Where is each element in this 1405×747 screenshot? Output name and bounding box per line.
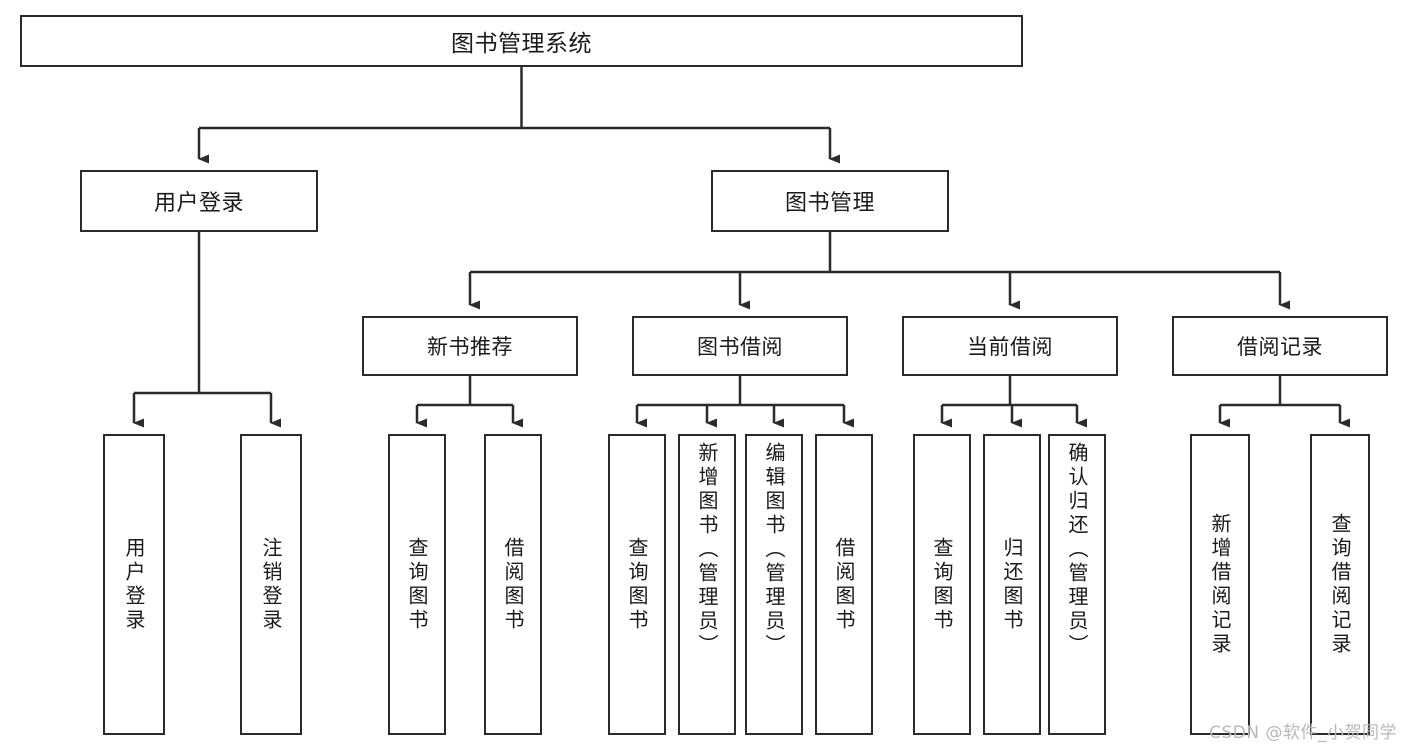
node-book-manage[interactable]: 图书管理 (711, 170, 949, 232)
node-label-leaf-query-book-2: 查询图书 (625, 536, 649, 633)
node-label-leaf-query-record: 查询借阅记录 (1328, 512, 1352, 657)
node-leaf-query-book-2[interactable]: 查询图书 (608, 434, 666, 735)
node-new-book-rec[interactable]: 新书推荐 (362, 316, 578, 376)
node-label-leaf-confirm-return: 确认归还（管理员） (1065, 442, 1089, 658)
node-label-leaf-add-book: 新增图书（管理员） (695, 442, 719, 658)
node-label-book-borrow: 图书借阅 (697, 335, 783, 359)
node-label-leaf-edit-book: 编辑图书（管理员） (762, 442, 786, 658)
node-label-leaf-return-book: 归还图书 (1000, 536, 1024, 633)
node-leaf-user-login[interactable]: 用户登录 (103, 434, 165, 735)
node-label-leaf-borrow-book-1: 借阅图书 (501, 536, 525, 633)
node-leaf-query-book-1[interactable]: 查询图书 (388, 434, 446, 735)
node-label-current-borrow: 当前借阅 (967, 335, 1053, 359)
node-label-book-manage: 图书管理 (784, 191, 875, 216)
node-user-login[interactable]: 用户登录 (80, 170, 318, 232)
node-label-leaf-logout: 注销登录 (259, 536, 283, 633)
node-label-borrow-record: 借阅记录 (1237, 335, 1323, 359)
node-leaf-borrow-book-2[interactable]: 借阅图书 (815, 434, 873, 735)
node-leaf-edit-book[interactable]: 编辑图书（管理员） (745, 434, 803, 735)
node-leaf-logout[interactable]: 注销登录 (240, 434, 302, 735)
watermark-label: CSDN @软件_小贺同学 (1209, 723, 1397, 743)
node-label-leaf-borrow-book-2: 借阅图书 (832, 536, 856, 633)
node-leaf-query-book-3[interactable]: 查询图书 (913, 434, 971, 735)
node-root[interactable]: 图书管理系统 (20, 15, 1023, 67)
node-borrow-record[interactable]: 借阅记录 (1172, 316, 1388, 376)
node-leaf-query-record[interactable]: 查询借阅记录 (1310, 434, 1370, 735)
edge-paths (132, 67, 1350, 428)
node-label-leaf-add-record: 新增借阅记录 (1208, 512, 1232, 657)
node-label-user-login: 用户登录 (153, 191, 244, 216)
node-label-leaf-query-book-3: 查询图书 (930, 536, 954, 633)
node-label-leaf-user-login: 用户登录 (122, 536, 146, 633)
node-current-borrow[interactable]: 当前借阅 (902, 316, 1118, 376)
node-leaf-add-book[interactable]: 新增图书（管理员） (678, 434, 736, 735)
node-leaf-confirm-return[interactable]: 确认归还（管理员） (1048, 434, 1106, 735)
node-book-borrow[interactable]: 图书借阅 (632, 316, 848, 376)
node-label-leaf-query-book-1: 查询图书 (405, 536, 429, 633)
node-label-root: 图书管理系统 (451, 31, 592, 57)
node-label-new-book-rec: 新书推荐 (427, 335, 513, 359)
node-leaf-add-record[interactable]: 新增借阅记录 (1190, 434, 1250, 735)
node-leaf-borrow-book-1[interactable]: 借阅图书 (484, 434, 542, 735)
node-leaf-return-book[interactable]: 归还图书 (983, 434, 1041, 735)
